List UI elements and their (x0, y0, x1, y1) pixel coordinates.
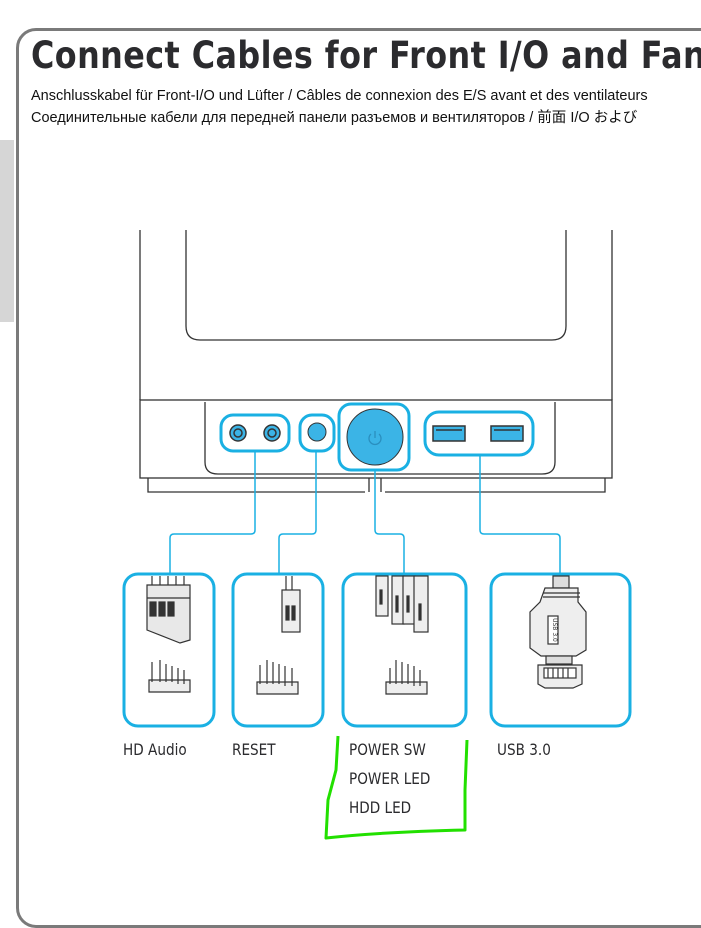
reset-box (231, 572, 325, 728)
label-power-sw: POWER SW (349, 740, 426, 759)
label-power-led: POWER LED (349, 769, 431, 788)
usb-header (537, 664, 583, 689)
green-highlight-annotation (324, 735, 469, 840)
reset-plug (281, 576, 301, 633)
highlight-boxes (219, 402, 535, 472)
power-box (341, 572, 468, 728)
page-title: Connect Cables for Front I/O and Fans (31, 34, 701, 77)
label-hdd-led: HDD LED (349, 798, 412, 817)
connector-boxes (122, 572, 632, 728)
usb-plug: USB 3.0 (529, 575, 587, 665)
reset-header (256, 660, 299, 695)
power-button (346, 408, 404, 466)
label-usb-3: USB 3.0 (497, 740, 551, 759)
usb-ports (432, 425, 524, 442)
connector-drawings: USB 3.0 (146, 575, 587, 695)
front-io-diagram: USB 3.0 (122, 230, 632, 840)
leader-lines (169, 451, 561, 574)
hd-audio-plug (146, 576, 191, 644)
subtitle-line-2: Соединительные кабели для передней панел… (31, 110, 638, 126)
power-header (385, 660, 428, 695)
label-hd-audio: HD Audio (123, 740, 187, 759)
usb-plug-text: USB 3.0 (551, 618, 558, 642)
case-outline (139, 230, 613, 493)
hd-audio-box (122, 572, 216, 728)
sidebar-tab[interactable] (0, 140, 14, 322)
reset-button (307, 422, 327, 442)
label-reset: RESET (232, 740, 276, 759)
subtitle-line-1: Anschlusskabel für Front-I/O und Lüfter … (31, 88, 648, 104)
usb-box (489, 572, 632, 728)
power-plugs (375, 575, 429, 633)
audio-jacks (229, 424, 281, 442)
power-icon (368, 431, 382, 446)
front-panel-ports (229, 408, 524, 466)
hd-audio-header (148, 660, 191, 693)
